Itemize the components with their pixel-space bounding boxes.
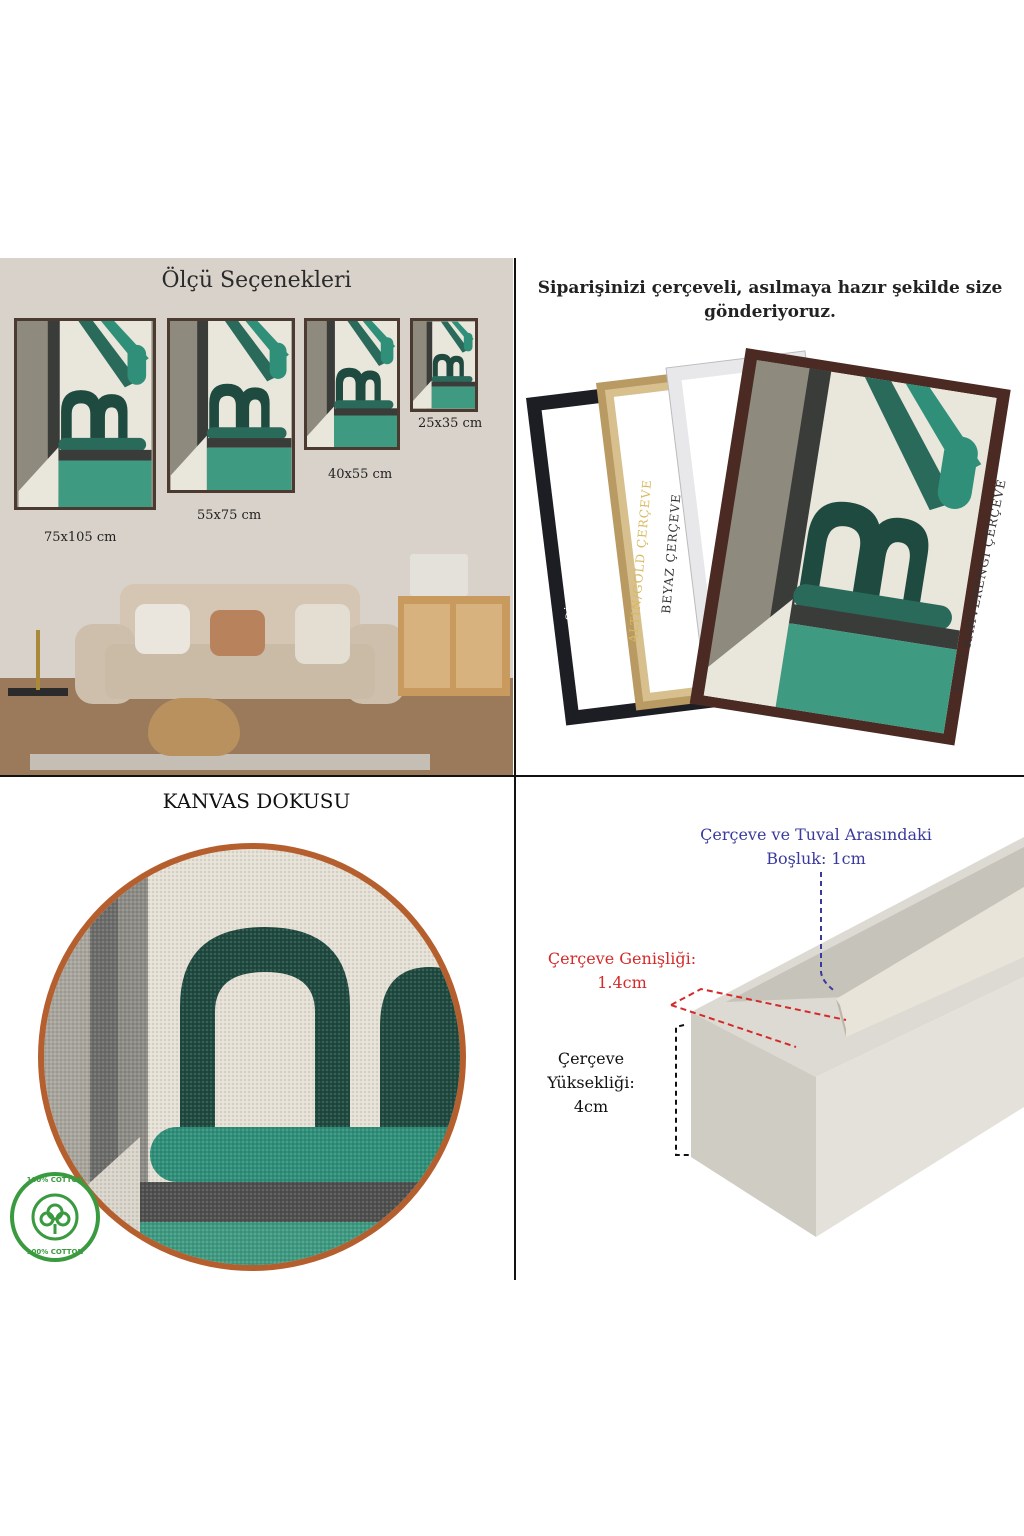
- height-line-2: Yüksekliği:: [547, 1073, 635, 1092]
- size-label-75x105: 75x105 cm: [44, 530, 117, 545]
- artwork: [170, 321, 292, 490]
- artwork: [18, 321, 152, 507]
- art-frame-medium[interactable]: [167, 318, 295, 493]
- panel-title: Siparişinizi çerçeveli, asılmaya hazır ş…: [516, 276, 1024, 324]
- cotton-badge: 100% COTTON 100% COTTON: [10, 1172, 100, 1262]
- canvas-texture-panel: KANVAS DOKUSU: [0, 777, 513, 1280]
- artwork: [307, 321, 397, 447]
- size-options-panel: Ölçü Seçenekleri 75x105 cm 55x75 cm 40x5…: [0, 258, 513, 775]
- lamp: [36, 630, 40, 690]
- gap-line-2: Boşluk: 1cm: [766, 849, 866, 868]
- height-annotation: Çerçeve Yüksekliği: 4cm: [536, 1047, 646, 1119]
- art-frame-xsmall[interactable]: [410, 318, 478, 412]
- art-frame-large[interactable]: [14, 318, 156, 510]
- sideboard: [398, 596, 510, 696]
- badge-text-top: 100% COTTON: [26, 1176, 84, 1184]
- panel-title: KANVAS DOKUSU: [162, 789, 351, 813]
- title-line-2: gönderiyoruz.: [704, 302, 836, 322]
- size-label-40x55: 40x55 cm: [328, 467, 393, 482]
- width-annotation: Çerçeve Genişliği: 1.4cm: [532, 947, 712, 995]
- side-table: [8, 688, 68, 696]
- frames-illustration: [526, 348, 1011, 746]
- title-line-1: Siparişinizi çerçeveli, asılmaya hazır ş…: [537, 278, 1003, 298]
- sofa: [75, 584, 405, 704]
- badge-text-bottom: 100% COTTON: [26, 1248, 84, 1256]
- width-line-1: Çerçeve Genişliği:: [547, 949, 697, 968]
- art-frame-small[interactable]: [304, 318, 400, 450]
- height-line-1: Çerçeve: [557, 1049, 625, 1068]
- frame-dimensions-panel: Çerçeve ve Tuval Arasındaki Boşluk: 1cm …: [516, 777, 1024, 1280]
- vertical-divider: [514, 258, 516, 1280]
- frame-corner-illustration: [670, 837, 1024, 1237]
- texture-zoom-circle: [38, 843, 466, 1271]
- size-label-25x35: 25x35 cm: [418, 416, 483, 431]
- width-line-2: 1.4cm: [597, 973, 647, 992]
- record-player: [410, 554, 468, 596]
- panel-title: Ölçü Seçenekleri: [161, 268, 352, 293]
- frame-options-panel: Siparişinizi çerçeveli, asılmaya hazır ş…: [516, 258, 1024, 775]
- size-label-55x75: 55x75 cm: [197, 508, 262, 523]
- rug: [30, 754, 430, 770]
- artwork: [413, 321, 475, 409]
- gap-annotation: Çerçeve ve Tuval Arasındaki Boşluk: 1cm: [686, 823, 946, 871]
- horizontal-divider: [0, 775, 1024, 777]
- gap-line-1: Çerçeve ve Tuval Arasındaki: [700, 825, 932, 844]
- cotton-icon: [10, 1172, 100, 1262]
- rattan-table: [148, 698, 240, 756]
- height-line-3: 4cm: [573, 1097, 609, 1116]
